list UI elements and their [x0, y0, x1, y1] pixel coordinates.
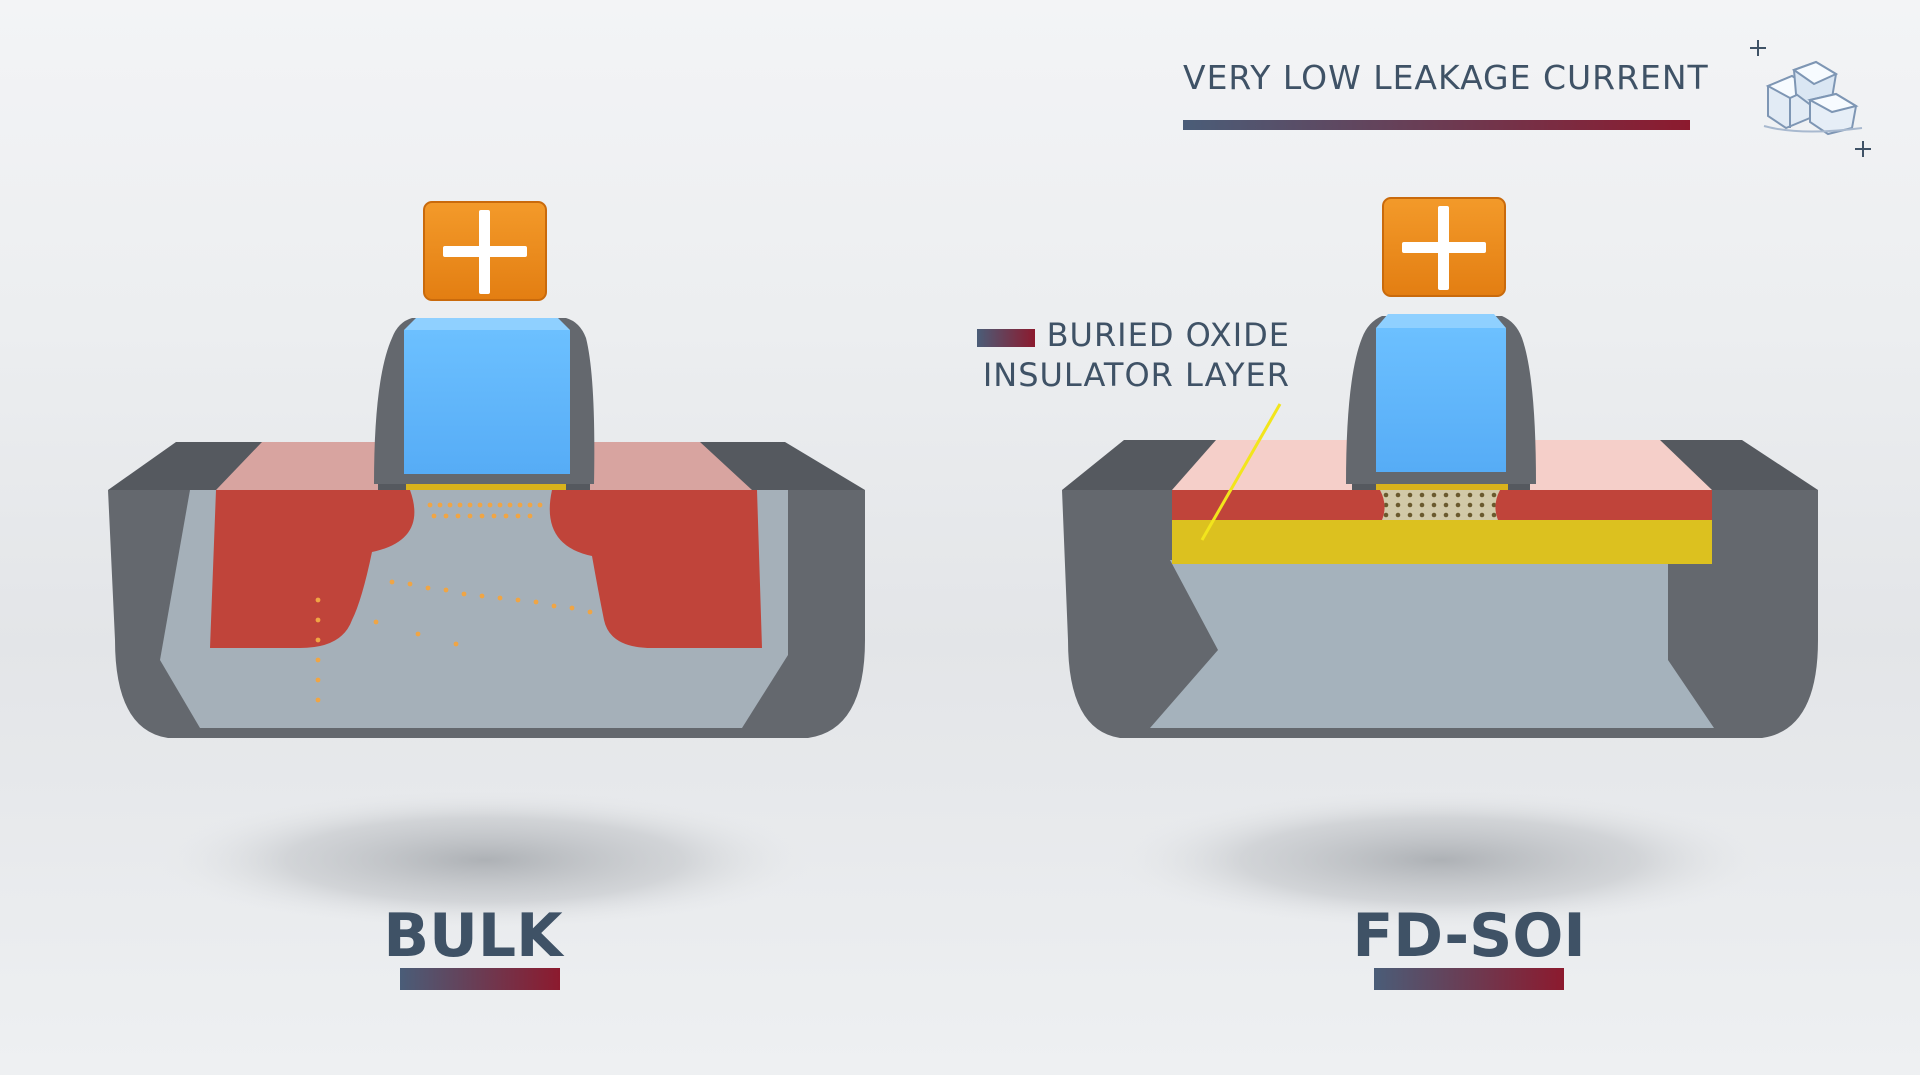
- ice-cubes-icon: [1763, 60, 1863, 136]
- fdsoi-transistor: FD-SOI: [1062, 197, 1818, 990]
- annotation-line-1: BURIED OXIDE: [1047, 316, 1290, 354]
- bulk-source-region: [210, 490, 415, 648]
- header: VERY LOW LEAKAGE CURRENT: [1183, 40, 1871, 157]
- bulk-transistor: BULK: [108, 201, 865, 990]
- plus-sparkle-icon: [1855, 141, 1871, 157]
- fdsoi-label-underline: [1374, 968, 1564, 990]
- bulk-leakage-dots: [315, 502, 593, 703]
- fdsoi-channel-region: [1150, 560, 1714, 728]
- bulk-drain-top: [590, 442, 752, 490]
- fdsoi-channel-dots: [1380, 490, 1500, 520]
- plus-icon: [443, 210, 527, 294]
- tagline-text: VERY LOW LEAKAGE CURRENT: [1183, 58, 1709, 97]
- fdsoi-gate: [1376, 328, 1506, 472]
- fdsoi-source-top: [1172, 440, 1352, 490]
- bulk-source-top: [216, 442, 378, 490]
- bulk-label: BULK: [383, 901, 565, 971]
- plus-icon: [1402, 206, 1486, 290]
- plus-sparkle-icon: [1750, 40, 1766, 56]
- fdsoi-drain-top: [1530, 440, 1712, 490]
- annotation-swatch: [977, 329, 1035, 347]
- tagline-underline: [1183, 120, 1690, 130]
- bulk-shadow: [155, 790, 815, 930]
- fdsoi-gate-top: [1376, 314, 1506, 328]
- fdsoi-label: FD-SOI: [1352, 901, 1585, 971]
- annotation-callout-line: [1200, 403, 1282, 541]
- bulk-drain-region: [549, 490, 762, 648]
- buried-oxide-annotation: BURIED OXIDE INSULATOR LAYER: [977, 316, 1290, 541]
- bulk-gate: [404, 330, 570, 474]
- fdsoi-shadow: [1110, 790, 1770, 930]
- bulk-gate-top: [404, 318, 570, 330]
- bulk-label-underline: [400, 968, 560, 990]
- annotation-line-2: INSULATOR LAYER: [983, 356, 1290, 394]
- fdsoi-buried-oxide: [1172, 520, 1712, 564]
